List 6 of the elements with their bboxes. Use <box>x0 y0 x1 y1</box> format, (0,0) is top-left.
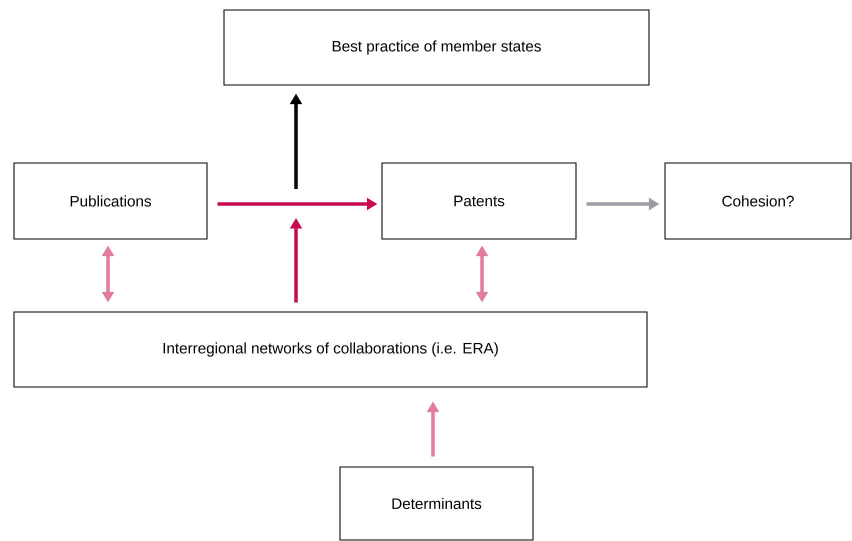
process-box: Best practice of member states <box>223 9 650 86</box>
process-box: Cohesion? <box>664 162 852 240</box>
process-box: Patents <box>381 162 577 240</box>
process-box: Publications <box>13 162 208 240</box>
process-box: Determinants <box>339 466 534 541</box>
process-box: Interregional networks of collaborations (i.e. ERA) <box>13 311 648 388</box>
